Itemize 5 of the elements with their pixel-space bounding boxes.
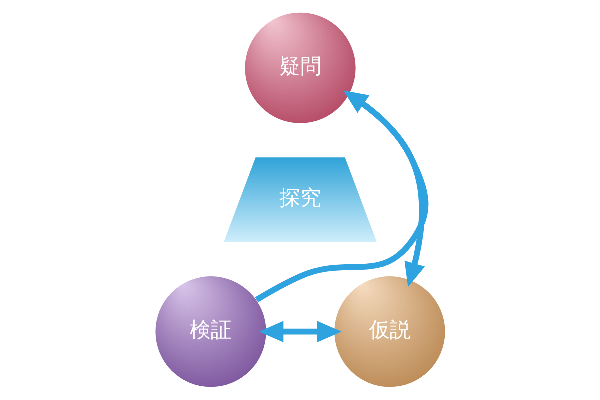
node-circle: 検証 bbox=[155, 276, 266, 388]
arrow bbox=[254, 90, 428, 303]
arrow bbox=[258, 321, 342, 343]
node-circle: 仮説 bbox=[334, 276, 445, 388]
node-circle: 疑問 bbox=[244, 12, 356, 124]
